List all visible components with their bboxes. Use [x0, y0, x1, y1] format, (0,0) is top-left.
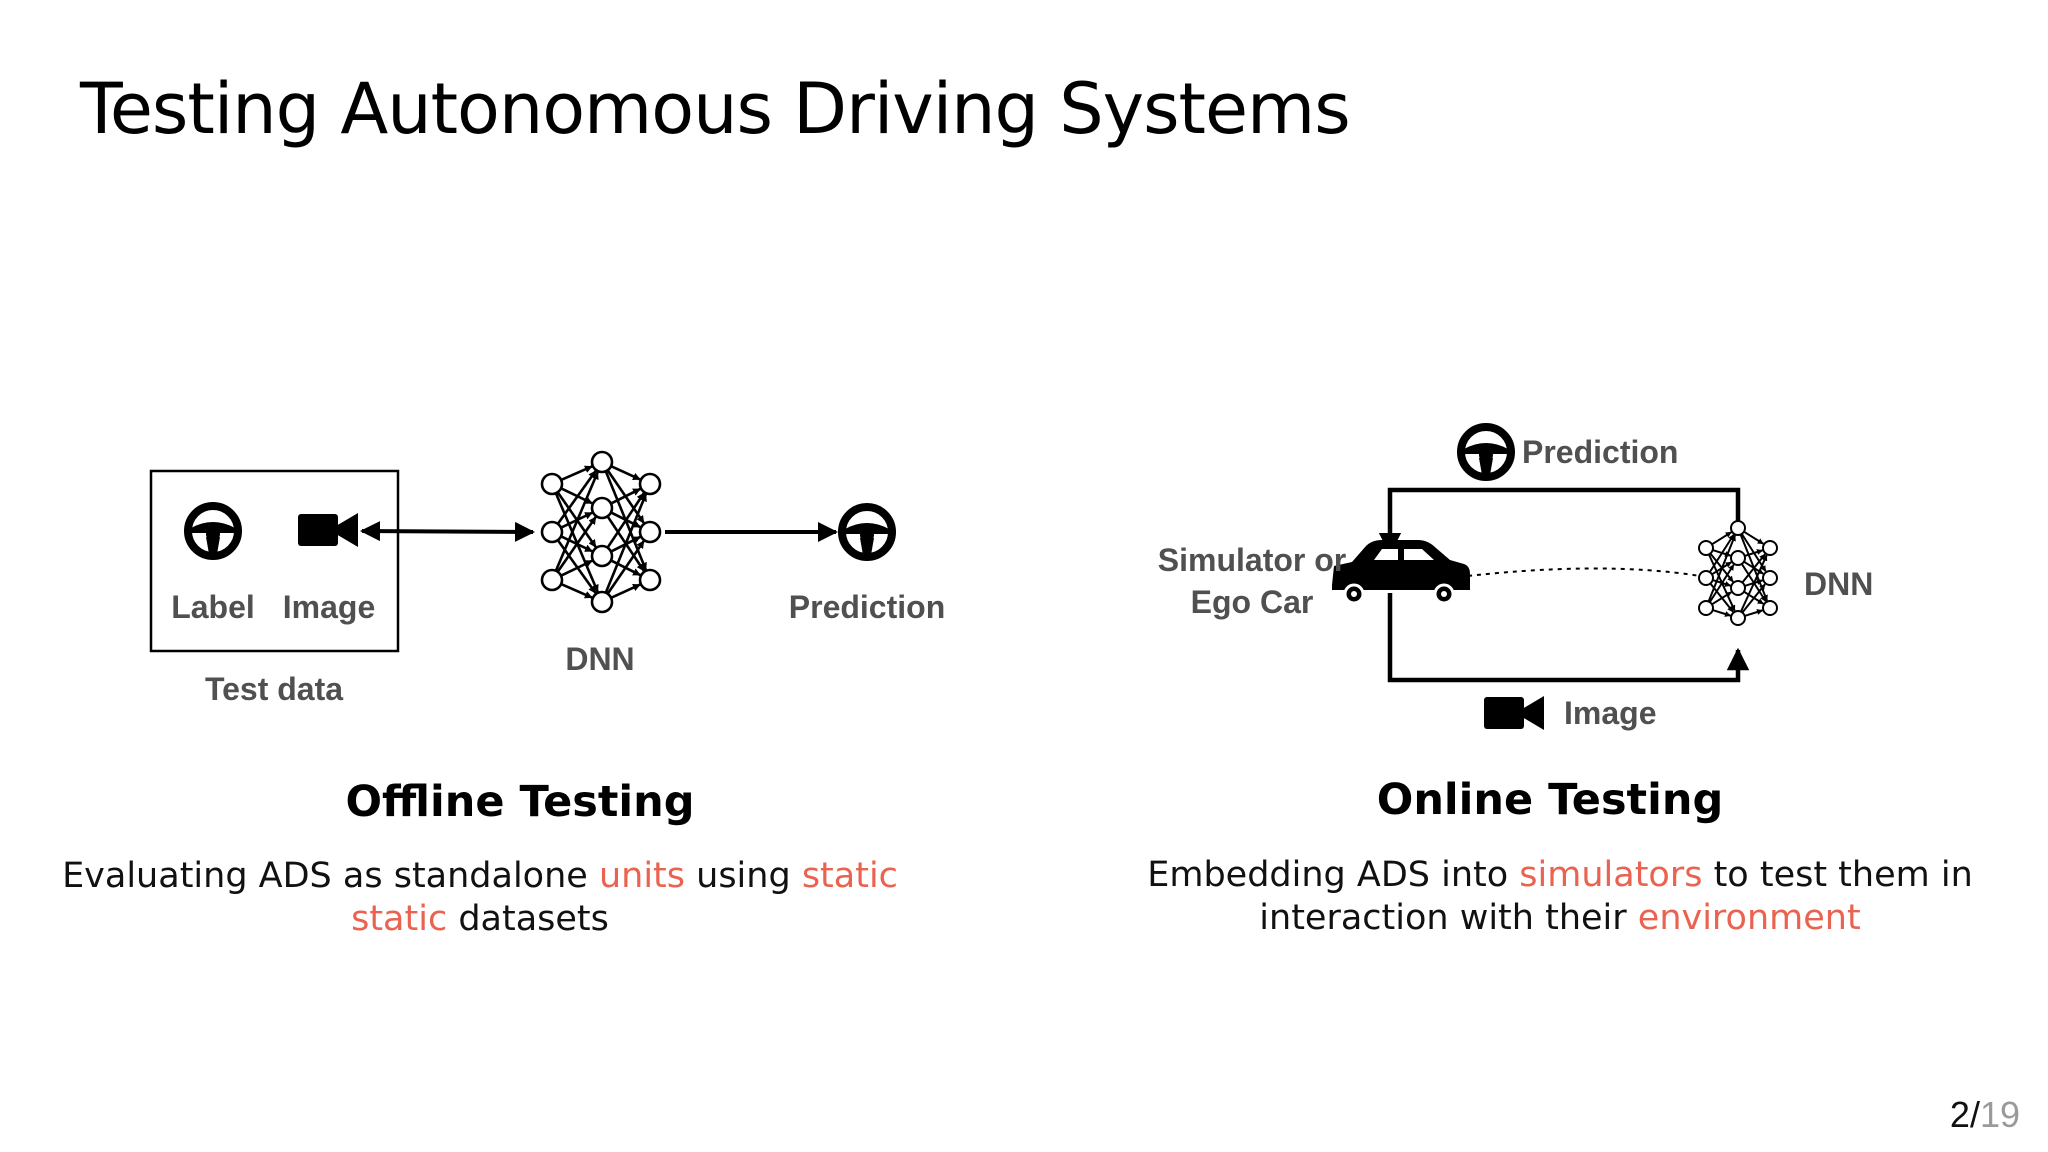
nn-node	[1762, 540, 1778, 556]
dnn-label: DNN	[565, 641, 634, 677]
highlight-environment: environment	[1637, 898, 1861, 938]
nn-node	[1698, 570, 1714, 586]
steering-wheel-icon	[1461, 427, 1511, 477]
video-camera-icon	[298, 513, 358, 547]
highlight-static: static	[351, 899, 448, 939]
offline-desc-line2: static datasets	[30, 898, 930, 941]
nn-edge	[1741, 583, 1766, 614]
nn-edge	[560, 559, 593, 577]
nn-edge	[1711, 591, 1732, 606]
neural-network-icon	[540, 450, 662, 614]
nn-node	[1698, 600, 1714, 616]
nn-edge	[560, 582, 593, 599]
nn-edge	[610, 464, 641, 481]
nn-edge	[610, 583, 641, 600]
desc-text: datasets	[447, 899, 609, 939]
online-desc-line2: interaction with their environment	[1110, 897, 2010, 940]
nn-edge	[560, 465, 593, 482]
desc-text: using	[685, 856, 802, 896]
nn-node	[638, 472, 662, 496]
nn-edge	[556, 470, 597, 525]
nn-node	[590, 496, 614, 520]
nn-edge	[1712, 609, 1731, 617]
nn-node	[540, 472, 564, 496]
nn-node	[1730, 580, 1746, 596]
nn-edge	[606, 492, 645, 549]
nn-node	[1762, 570, 1778, 586]
online-prediction-label: Prediction	[1522, 434, 1678, 470]
test-data-box	[149, 469, 400, 653]
slide-title: Testing Autonomous Driving Systems	[80, 68, 1351, 150]
offline-diagram: Label Image Test data DNN Prediction	[149, 450, 945, 707]
nn-node	[1730, 550, 1746, 566]
online-desc-line1: Embedding ADS into simulators to test th…	[1110, 854, 2010, 897]
nn-edge	[1708, 564, 1735, 603]
highlight-simulators: simulators	[1519, 855, 1703, 895]
nn-node	[638, 568, 662, 592]
highlight-static: static	[801, 856, 898, 896]
nn-node	[590, 590, 614, 614]
offline-desc-line1: Evaluating ADS as standalone units using…	[30, 855, 930, 898]
online-testing-heading: Online Testing	[1376, 775, 1724, 825]
simulator-label-line1: Simulator or	[1158, 542, 1346, 578]
desc-text: interaction with their	[1259, 898, 1638, 938]
nn-edge	[1740, 554, 1768, 613]
nn-edge	[604, 493, 648, 594]
loop-bottom-line	[1387, 593, 1750, 683]
desc-text: Embedding ADS into	[1147, 855, 1520, 895]
highlight-units: units	[598, 856, 686, 896]
nn-node	[1730, 520, 1746, 536]
simulator-label-line2: Ego Car	[1191, 584, 1314, 620]
nn-edge	[554, 471, 599, 572]
nn-edge	[556, 516, 597, 573]
nn-node	[638, 520, 662, 544]
online-dnn-label: DNN	[1804, 566, 1873, 602]
nn-node	[540, 520, 564, 544]
prediction-label: Prediction	[789, 589, 945, 625]
page-number: 2/19	[1950, 1094, 2020, 1136]
nn-node	[590, 450, 614, 474]
nn-edge	[1744, 549, 1763, 557]
nn-node	[1762, 600, 1778, 616]
nn-edge	[610, 487, 641, 505]
dotted-connection	[1449, 567, 1701, 579]
nn-node	[590, 544, 614, 568]
nn-edge	[1711, 531, 1732, 546]
offline-testing-description: Evaluating ADS as standalone units using…	[30, 855, 930, 941]
arrow-camera-to-dnn	[360, 521, 535, 542]
desc-text: to test them in	[1702, 855, 1973, 895]
page-total: 19	[1979, 1094, 2020, 1135]
video-camera-icon	[1484, 696, 1544, 730]
nn-edge	[1744, 609, 1763, 617]
desc-text: Evaluating ADS as standalone	[62, 856, 599, 896]
page-separator: /	[1969, 1094, 1980, 1135]
label-text: Label	[171, 589, 255, 625]
nn-edge	[606, 540, 645, 595]
test-data-label: Test data	[205, 671, 343, 707]
page-current: 2	[1949, 1094, 1970, 1135]
online-image-label: Image	[1564, 695, 1656, 731]
loop-top-line	[1378, 487, 1741, 556]
nn-node	[1730, 610, 1746, 626]
nn-edge	[1707, 534, 1736, 602]
nn-edge	[1743, 530, 1764, 545]
steering-wheel-icon	[188, 506, 238, 556]
steering-wheel-icon	[842, 507, 892, 557]
nn-edge	[1741, 553, 1766, 584]
nn-node	[1698, 540, 1714, 556]
offline-testing-heading: Offline Testing	[345, 777, 695, 827]
nn-edge	[1708, 534, 1735, 573]
online-diagram: Prediction Simulator or Ego Car DNN Imag…	[1158, 427, 1873, 731]
image-text: Image	[283, 589, 375, 625]
nn-node	[540, 568, 564, 592]
online-testing-description: Embedding ADS into simulators to test th…	[1110, 854, 2010, 940]
neural-network-icon	[1698, 520, 1778, 626]
car-icon	[1332, 540, 1470, 605]
